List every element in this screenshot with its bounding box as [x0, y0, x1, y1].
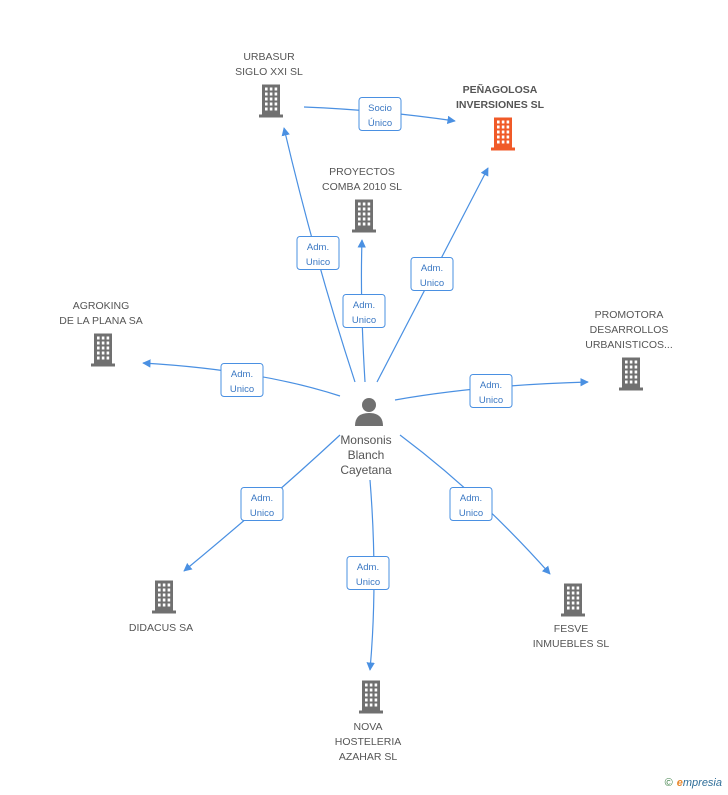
edge-label-box[interactable]	[358, 97, 402, 131]
person-name-line: Blanch	[348, 448, 385, 462]
company-name-line: DIDACUS SA	[129, 622, 193, 634]
company-name-line: AZAHAR SL	[339, 751, 398, 763]
edge-label-box[interactable]	[342, 294, 386, 328]
edge-label-box[interactable]	[469, 374, 513, 408]
brand-logo[interactable]: empresia	[676, 777, 722, 789]
edge-label-box[interactable]	[346, 556, 390, 590]
node-company-nova[interactable]: NOVA HOSTELERIA AZAHAR SL	[335, 680, 402, 764]
company-name-line: COMBA 2010 SL	[322, 181, 402, 193]
copyright-symbol: ©	[664, 777, 673, 789]
node-company-promotora[interactable]: PROMOTORA DESARROLLOS URBANISTICOS...	[585, 309, 673, 391]
edge-label-line: Unico	[420, 278, 444, 289]
node-company-agroking[interactable]: AGROKING DE LA PLANA SA	[59, 300, 143, 367]
company-name-line: PEÑAGOLOSA	[463, 83, 538, 96]
building-icon	[491, 117, 515, 151]
edge-label-box[interactable]	[220, 363, 264, 397]
footer-credit: ©empresia	[665, 777, 722, 789]
edge-label-line: Unico	[356, 577, 380, 588]
edge-label-line: Unico	[479, 395, 503, 406]
company-name-line: NOVA	[354, 721, 383, 733]
building-icon	[259, 84, 283, 118]
company-name-line: AGROKING	[73, 300, 130, 312]
edge-person-urbasur: Adm. Unico	[281, 127, 356, 383]
company-name-line: INMUEBLES SL	[533, 638, 610, 650]
edge-person-penagolosa: Adm. Unico	[376, 167, 489, 383]
edge-label-box[interactable]	[240, 487, 284, 521]
company-name-line: DE LA PLANA SA	[59, 315, 142, 327]
company-name-line: DESARROLLOS	[590, 324, 669, 336]
building-icon	[359, 680, 383, 714]
building-icon	[152, 580, 176, 614]
company-name-line: PROMOTORA	[595, 309, 664, 321]
node-company-fesve[interactable]: FESVE INMUEBLES SL	[533, 583, 610, 651]
building-icon	[352, 199, 376, 233]
edge-person-proyectos: Adm. Unico	[342, 239, 386, 383]
edge-person-promotora: Adm. Unico	[394, 374, 589, 408]
edge-label-line: Socio	[368, 103, 392, 114]
edge-label-line: Adm.	[251, 493, 273, 504]
edge-label-line: Único	[368, 118, 392, 129]
edge-person-fesve: Adm. Unico	[399, 434, 551, 575]
edge-label-line: Unico	[352, 315, 376, 326]
node-company-penagolosa[interactable]: PEÑAGOLOSA INVERSIONES SL	[456, 83, 545, 151]
edge-person-didacus: Adm. Unico	[183, 434, 341, 572]
node-company-urbasur[interactable]: URBASUR SIGLO XXI SL	[235, 51, 303, 118]
company-name-line: SIGLO XXI SL	[235, 66, 303, 78]
company-name-line: HOSTELERIA	[335, 736, 402, 748]
edge-label-line: Adm.	[460, 493, 482, 504]
edge-label-line: Adm.	[307, 242, 329, 253]
edge-label-line: Adm.	[421, 263, 443, 274]
edge-label-box[interactable]	[296, 236, 340, 270]
edge-person-nova: Adm. Unico	[346, 479, 390, 671]
edge-label-box[interactable]	[410, 257, 454, 291]
edge-label-line: Adm.	[353, 300, 375, 311]
node-company-proyectos[interactable]: PROYECTOS COMBA 2010 SL	[322, 166, 402, 233]
company-name-line: INVERSIONES SL	[456, 99, 545, 111]
edge-label-line: Adm.	[357, 562, 379, 573]
company-name-line: PROYECTOS	[329, 166, 395, 178]
edge-label-line: Unico	[230, 384, 254, 395]
edge-label-line: Adm.	[480, 380, 502, 391]
edge-label-line: Unico	[250, 508, 274, 519]
edge-label-line: Adm.	[231, 369, 253, 380]
company-name-line: FESVE	[554, 623, 588, 635]
person-name-line: Cayetana	[340, 463, 392, 477]
edge-label-line: Unico	[459, 508, 483, 519]
edge-label-box[interactable]	[449, 487, 493, 521]
building-icon	[619, 357, 643, 391]
person-icon	[355, 398, 383, 426]
person-name-line: Monsonis	[340, 433, 391, 447]
edge-person-agroking: Adm. Unico	[142, 359, 341, 397]
building-icon	[561, 583, 585, 617]
edge-label-line: Unico	[306, 257, 330, 268]
company-name-line: URBANISTICOS...	[585, 339, 673, 351]
company-name-line: URBASUR	[243, 51, 295, 63]
node-company-didacus[interactable]: DIDACUS SA	[129, 580, 193, 635]
building-icon	[91, 333, 115, 367]
